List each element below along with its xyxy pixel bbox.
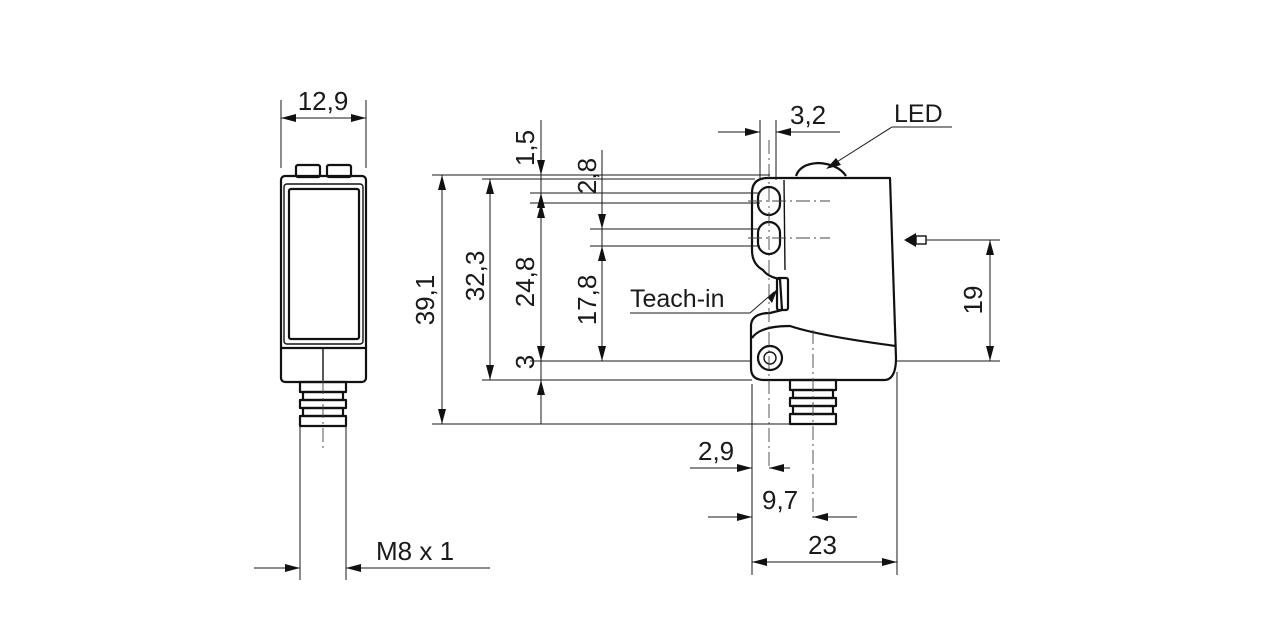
dim-beam-height: 19 <box>958 286 988 315</box>
side-band-line <box>751 324 897 348</box>
led-dome <box>794 161 847 177</box>
side-housing <box>749 176 898 382</box>
beam-arrow-tail <box>915 235 927 245</box>
arrow-head <box>346 564 361 572</box>
dim-base-step: 3 <box>510 355 540 369</box>
arrow-head <box>537 346 545 361</box>
arrow-head <box>769 464 784 472</box>
arrow-head <box>537 160 545 175</box>
arrow-head <box>486 365 494 380</box>
arrow-head <box>598 346 606 361</box>
dim-height-total: 39,1 <box>410 275 440 326</box>
arrow-head <box>768 288 778 303</box>
led-leader-line <box>831 126 893 166</box>
side-inner-edge <box>783 179 786 271</box>
dim-depth: 23 <box>808 530 837 560</box>
teach-in-label: Teach-in <box>630 285 725 313</box>
front-lens-frame <box>283 183 364 345</box>
vertical-dimensions: 39,1 32,3 1,5 24,8 3 2,8 17,8 19 <box>410 120 1000 425</box>
arrow-head <box>598 246 606 261</box>
dim-width-front: 12,9 <box>298 86 349 116</box>
mounting-hole-inner <box>763 351 777 365</box>
mounting-hole-outer <box>756 344 784 372</box>
arrow-head <box>486 179 494 194</box>
dim-led-offset: 3,2 <box>790 100 826 130</box>
dim-lens-to-base: 17,8 <box>572 275 602 326</box>
side-view <box>748 140 1000 520</box>
front-lens-window <box>287 187 361 341</box>
led-label: LED <box>894 100 943 128</box>
arrow-head <box>438 175 446 190</box>
arrow-head <box>438 409 446 424</box>
dim-height-housing: 32,3 <box>460 251 490 302</box>
arrow-head <box>826 158 841 169</box>
arrow-head <box>737 513 752 521</box>
arrow-head <box>537 380 545 395</box>
arrow-head <box>737 464 752 472</box>
dim-connector-center: 9,7 <box>762 485 798 515</box>
arrow-head <box>986 240 994 255</box>
callouts: LED Teach-in <box>630 100 952 314</box>
dim-thread: M8 x 1 <box>376 536 454 566</box>
dim-lens-offset-top: 1,5 <box>510 130 540 166</box>
teach-in-leader-line <box>749 291 775 314</box>
beam-arrow-icon <box>904 233 916 247</box>
dim-height-mid: 24,8 <box>510 257 540 308</box>
dim-lens-gap: 2,8 <box>572 158 602 194</box>
arrow-head <box>285 564 300 572</box>
arrow-head <box>537 203 545 218</box>
front-view: 12,9 M8 x 1 <box>254 86 490 580</box>
arrow-head <box>986 346 994 361</box>
arrow-head <box>537 193 545 208</box>
arrow-head <box>813 513 828 521</box>
arrow-head <box>745 128 760 136</box>
dim-connector-offset: 2,9 <box>698 436 734 466</box>
teach-in-button <box>775 276 790 312</box>
arrow-head <box>752 558 767 566</box>
arrow-head <box>281 114 296 122</box>
arrow-head <box>598 214 606 229</box>
arrow-head <box>351 114 366 122</box>
horizontal-dimensions: 3,2 2,9 9,7 23 <box>690 100 898 575</box>
arrow-head <box>776 128 791 136</box>
arrow-head <box>882 558 897 566</box>
